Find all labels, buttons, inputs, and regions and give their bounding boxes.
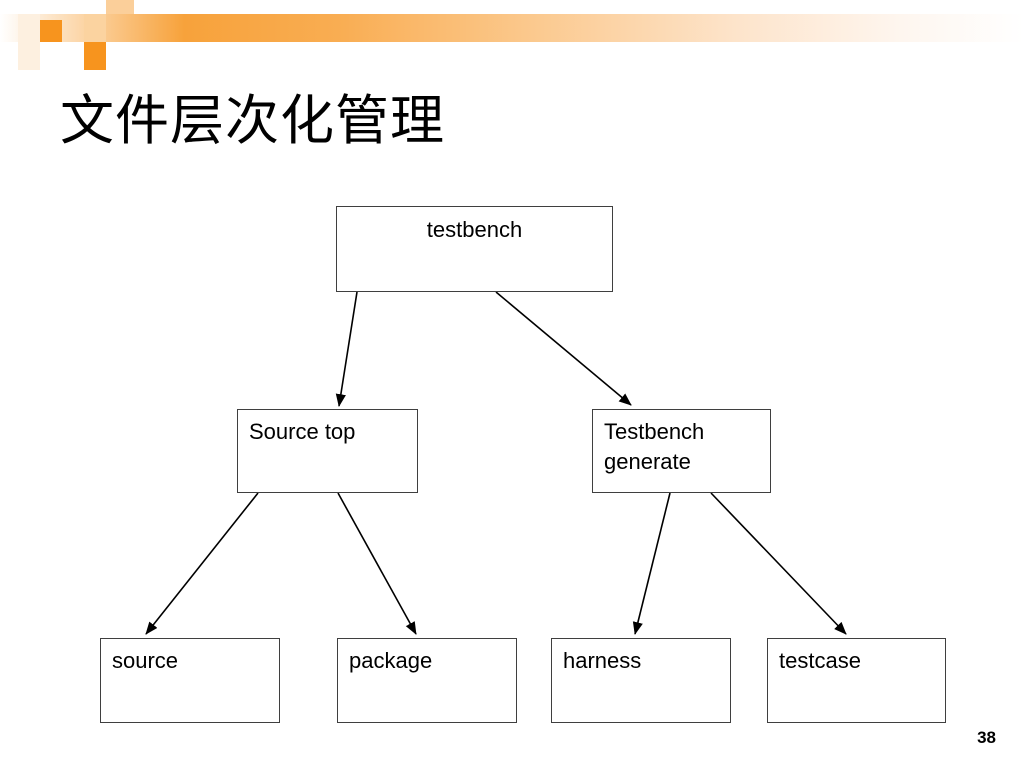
diagram-node-label: Testbench generate xyxy=(604,419,705,474)
square-orange-lower xyxy=(84,42,106,70)
diagram-edge-testbench-to-testbench_generate xyxy=(495,291,632,406)
diagram-edge-testbench_generate-to-harness xyxy=(632,492,671,635)
diagram-edge-testbench-to-source_top xyxy=(335,291,358,407)
square-white-gap xyxy=(62,42,84,70)
square-light-upper xyxy=(84,14,106,42)
diagram-node-source[interactable]: source xyxy=(100,638,280,723)
page-title: 文件层次化管理 xyxy=(60,89,445,152)
diagram-node-label: testbench xyxy=(426,217,523,242)
square-tint-top-right xyxy=(106,0,134,14)
page-number: 38 xyxy=(977,728,996,747)
diagram-node-label: package xyxy=(349,648,433,673)
square-pale-top xyxy=(84,0,106,14)
diagram-node-package[interactable]: package xyxy=(337,638,517,723)
diagram-edge-source_top-to-package xyxy=(337,492,417,635)
square-orange-small xyxy=(40,20,62,42)
diagram-node-label: harness xyxy=(563,648,642,673)
diagram-node-label: Source top xyxy=(249,419,356,444)
square-pale-tall-left xyxy=(18,14,40,70)
diagram-node-testcase[interactable]: testcase xyxy=(767,638,946,723)
header-gradient-band xyxy=(0,14,1024,42)
diagram-node-label: source xyxy=(112,648,179,673)
diagram-edge-testbench_generate-to-testcase xyxy=(710,492,847,635)
diagram-node-source_top[interactable]: Source top xyxy=(237,409,418,493)
diagram-node-testbench_generate[interactable]: Testbench generate xyxy=(592,409,771,493)
diagram-node-harness[interactable]: harness xyxy=(551,638,731,723)
diagram-node-label: testcase xyxy=(779,648,861,673)
header-decoration xyxy=(0,0,1024,70)
diagram-node-testbench[interactable]: testbench xyxy=(336,206,613,292)
diagram-edge-source_top-to-source xyxy=(145,492,259,635)
